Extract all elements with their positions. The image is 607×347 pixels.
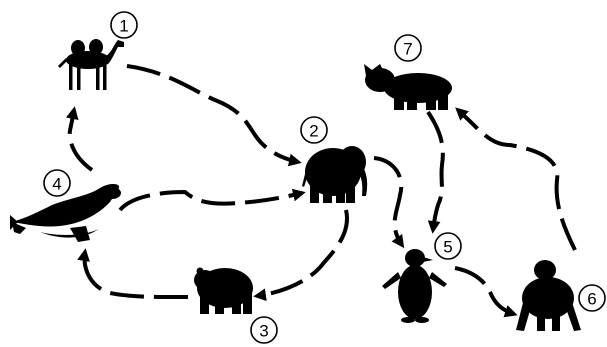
bear-icon bbox=[194, 267, 253, 314]
edge-2-to-3 bbox=[253, 209, 350, 302]
node-label: 6 bbox=[587, 290, 596, 309]
seal-icon bbox=[10, 183, 121, 242]
edge-1-to-2 bbox=[126, 64, 302, 167]
node-label: 7 bbox=[403, 40, 412, 59]
node-label: 4 bbox=[52, 175, 61, 194]
node-label: 5 bbox=[443, 238, 452, 257]
node-2: 2 bbox=[300, 116, 328, 144]
elephant-icon bbox=[302, 146, 368, 203]
edge-6-to-7 bbox=[455, 107, 577, 251]
node-label: 2 bbox=[309, 122, 318, 141]
node-4: 4 bbox=[43, 169, 71, 197]
edge-5-to-6 bbox=[454, 266, 518, 318]
node-label: 3 bbox=[259, 322, 268, 341]
chimpanzee-icon bbox=[516, 260, 581, 331]
edge-2-to-5 bbox=[373, 156, 405, 249]
edge-3-to-4 bbox=[77, 248, 189, 299]
node-1: 1 bbox=[110, 11, 138, 39]
node-7: 7 bbox=[394, 34, 422, 62]
node-label: 1 bbox=[119, 17, 128, 36]
edge-7-to-5 bbox=[426, 110, 445, 234]
penguin-icon bbox=[382, 249, 447, 323]
edge-4-to-2 bbox=[118, 188, 306, 212]
node-5: 5 bbox=[434, 232, 462, 260]
camel-icon bbox=[58, 39, 124, 90]
edge-4-to-1 bbox=[65, 106, 94, 172]
hippo-icon bbox=[364, 64, 452, 110]
node-6: 6 bbox=[578, 284, 606, 312]
node-3: 3 bbox=[250, 316, 278, 344]
edges bbox=[65, 64, 577, 318]
